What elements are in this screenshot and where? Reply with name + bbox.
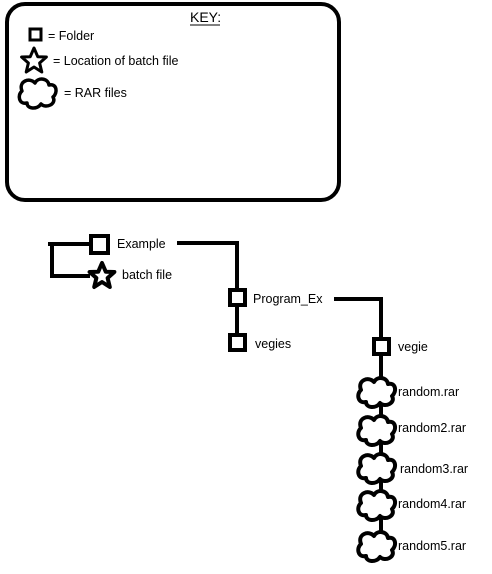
- folder-icon: [228, 333, 247, 352]
- folder-icon: [372, 337, 391, 356]
- folder-icon: [28, 27, 43, 42]
- key-folder-label: = Folder: [48, 29, 94, 43]
- cloud-icon: [17, 77, 58, 110]
- cloud-icon: [356, 376, 398, 410]
- folder-label-example: Example: [117, 237, 166, 251]
- rar-file-label: random5.rar: [398, 539, 466, 553]
- rar-file-item: random.rar: [356, 376, 459, 410]
- cloud-icon: [356, 530, 398, 564]
- rar-file-label: random4.rar: [398, 497, 466, 511]
- key-box: [5, 2, 341, 202]
- cloud-icon: [356, 452, 398, 486]
- rar-file-item: random5.rar: [356, 530, 466, 564]
- folder-label-vegies: vegies: [255, 337, 291, 351]
- cloud-icon: [356, 414, 398, 448]
- key-batch-label: = Location of batch file: [53, 54, 178, 68]
- rar-file-item: random3.rar: [356, 452, 468, 486]
- key-rar-label: = RAR files: [64, 86, 127, 100]
- rar-file-label: random2.rar: [398, 421, 466, 435]
- rar-file-label: random.rar: [398, 385, 459, 399]
- rar-file-label: random3.rar: [400, 462, 468, 476]
- connector-line: [334, 297, 383, 339]
- connector-line: [50, 244, 90, 278]
- rar-file-item: random4.rar: [356, 489, 466, 523]
- folder-label-program-ex: Program_Ex: [253, 292, 323, 306]
- tree-connectors: [48, 241, 383, 550]
- cloud-icon: [356, 489, 398, 523]
- connector-line: [177, 241, 239, 290]
- folder-icon: [89, 234, 110, 255]
- star-icon: [20, 46, 48, 74]
- batch-file-label: batch file: [122, 268, 172, 282]
- folder-label-vegie: vegie: [398, 340, 428, 354]
- key-title: KEY:: [190, 9, 221, 25]
- star-icon: [87, 261, 117, 289]
- key-legend: KEY: = Folder = Location of batch file =…: [5, 2, 341, 202]
- rar-file-item: random2.rar: [356, 414, 466, 448]
- folder-icon: [228, 288, 247, 307]
